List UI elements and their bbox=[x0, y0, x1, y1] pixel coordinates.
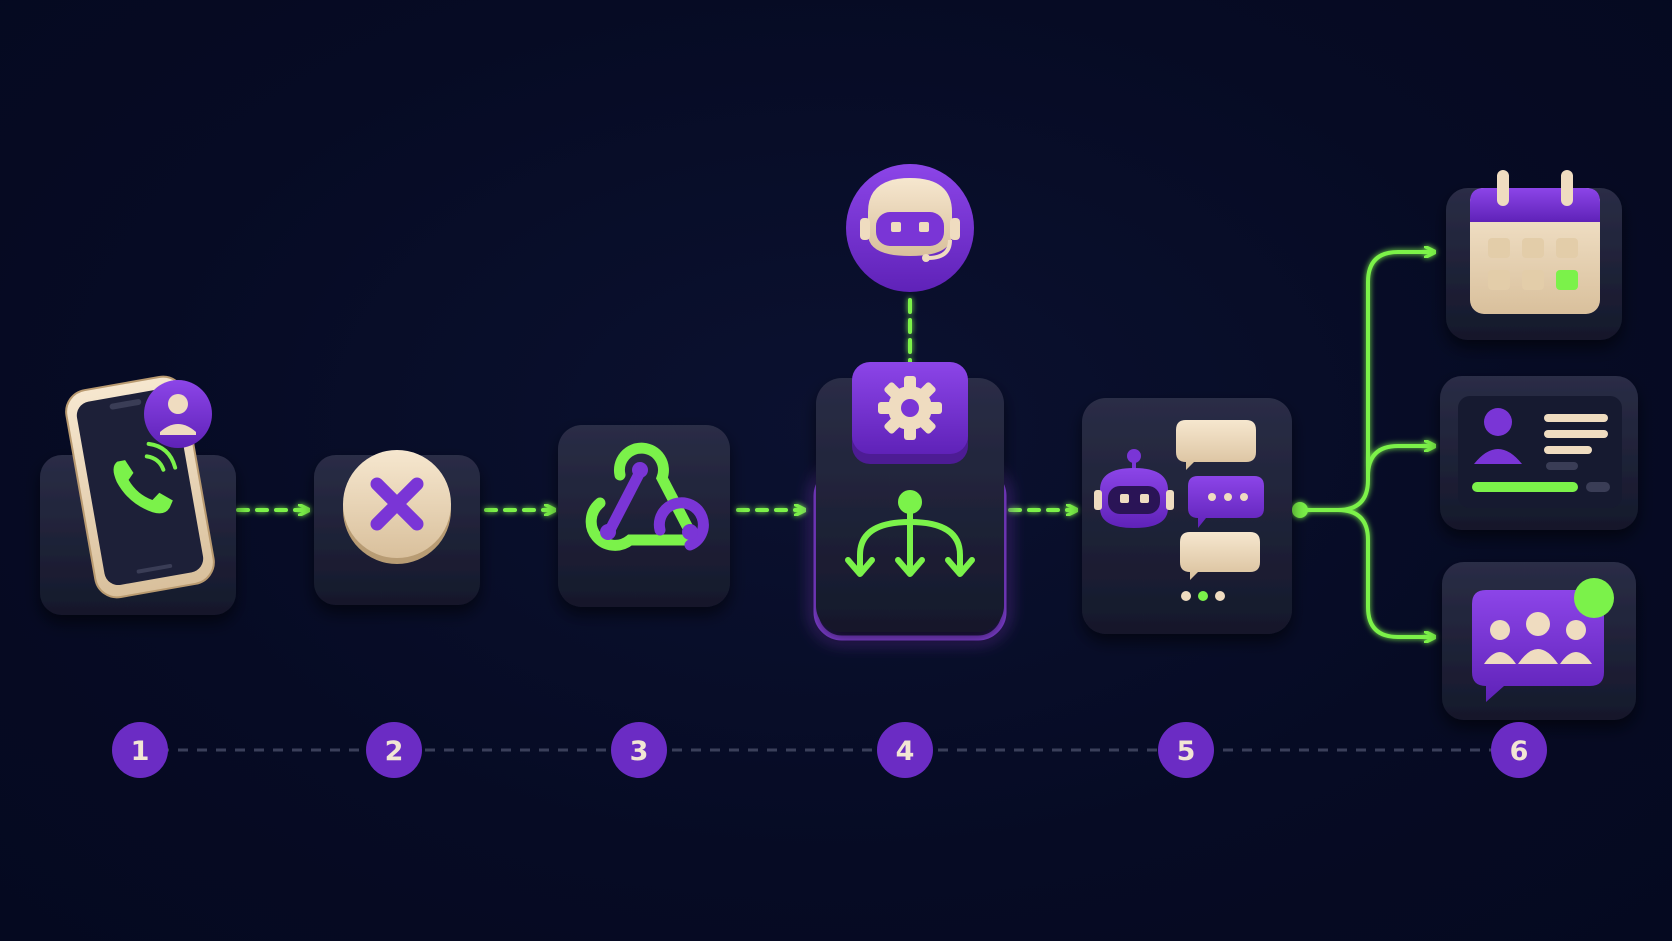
chat-bubbles-icon bbox=[1176, 420, 1264, 601]
step-number-5: 5 bbox=[1177, 736, 1196, 767]
gear-icon bbox=[878, 376, 942, 440]
step-number-4: 4 bbox=[896, 736, 915, 767]
outcome-calendar[interactable] bbox=[1446, 170, 1622, 340]
step-number-6: 6 bbox=[1510, 736, 1529, 767]
step-number-2: 2 bbox=[385, 736, 404, 767]
step-1-node[interactable] bbox=[40, 373, 236, 615]
x-circle-icon bbox=[343, 450, 451, 564]
branch-main bbox=[1298, 252, 1430, 512]
step-badge-4[interactable]: 4 bbox=[877, 722, 933, 778]
step-number-3: 3 bbox=[630, 736, 649, 767]
step-6-node[interactable] bbox=[1440, 170, 1638, 720]
step-4-node[interactable] bbox=[813, 164, 1007, 641]
contact-card-icon bbox=[1458, 396, 1622, 508]
step-number-1: 1 bbox=[131, 736, 150, 767]
step-badge-3[interactable]: 3 bbox=[611, 722, 667, 778]
group-chat-icon bbox=[1472, 578, 1614, 702]
step-5-node[interactable] bbox=[1082, 398, 1292, 634]
step-badge-5[interactable]: 5 bbox=[1158, 722, 1214, 778]
step-timeline: 1 2 3 4 5 6 bbox=[112, 722, 1547, 778]
split-arrows-icon bbox=[845, 490, 975, 577]
user-badge-icon bbox=[144, 380, 212, 448]
outcome-contact[interactable] bbox=[1440, 376, 1638, 530]
step-badge-6[interactable]: 6 bbox=[1491, 722, 1547, 778]
step-badge-1[interactable]: 1 bbox=[112, 722, 168, 778]
webhook-icon bbox=[585, 442, 709, 551]
tile-3 bbox=[558, 425, 730, 607]
step-badge-2[interactable]: 2 bbox=[366, 722, 422, 778]
robot-head-icon bbox=[846, 164, 974, 292]
outcome-group-chat[interactable] bbox=[1442, 562, 1636, 720]
step-3-node[interactable] bbox=[558, 425, 730, 607]
branch-mid bbox=[1366, 446, 1430, 482]
bot-icon bbox=[1094, 449, 1174, 528]
calendar-icon bbox=[1470, 170, 1600, 314]
step-2-node[interactable] bbox=[314, 450, 480, 605]
branch-low bbox=[1336, 508, 1430, 637]
connector-arrows bbox=[236, 252, 1430, 637]
